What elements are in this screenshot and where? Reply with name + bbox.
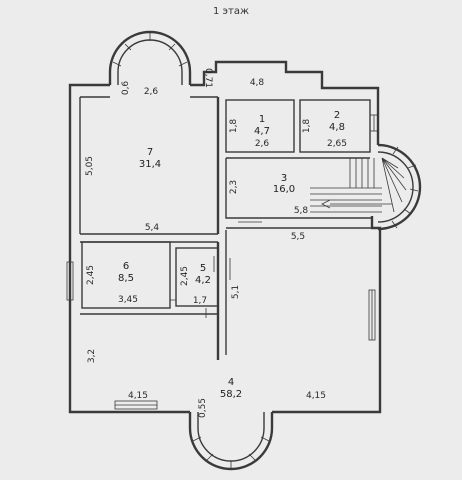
room-3-area: 16,0 — [273, 184, 295, 195]
staircase — [310, 157, 407, 213]
windows — [66, 33, 419, 469]
room-5-number: 5 — [200, 263, 206, 274]
dim-room4-top: 5,5 — [291, 232, 305, 242]
floor-title: 1 этаж — [213, 6, 249, 17]
room-2-number: 2 — [334, 110, 340, 121]
room-5-area: 4,2 — [195, 275, 211, 286]
dim-room4-bottom-right: 4,15 — [306, 391, 326, 401]
dimension-labels: 4,8 2,6 0,6 0,71 1,8 2,6 1,8 2,65 5,05 5… — [85, 68, 347, 418]
room-7-area: 31,4 — [139, 159, 161, 170]
room-1-number: 1 — [259, 114, 265, 125]
dim-room5-bottom: 1,7 — [193, 296, 207, 306]
dim-room7-bottom: 5,4 — [145, 223, 160, 233]
room-labels: 1 4,7 2 4,8 3 16,0 4 58,2 5 4,2 6 8,5 7 … — [118, 110, 345, 400]
outer-walls — [68, 30, 422, 471]
dim-room3-side: 2,3 — [229, 180, 239, 194]
dim-room3-bottom: 5,8 — [294, 206, 309, 216]
dim-room4-bottom-left: 4,15 — [128, 391, 148, 401]
dim-room1-bottom: 2,6 — [255, 139, 270, 149]
dim-room5-side: 2,45 — [180, 266, 190, 286]
dim-room2-bottom: 2,65 — [327, 139, 347, 149]
room-3-number: 3 — [281, 173, 287, 184]
dim-bay-right: 0,71 — [203, 68, 213, 88]
dim-room7-top: 2,6 — [144, 87, 159, 97]
room-1-area: 4,7 — [254, 126, 270, 137]
dim-bay-left: 0,6 — [121, 81, 131, 96]
dim-room6-bottom: 3,45 — [118, 295, 138, 305]
room-6-number: 6 — [123, 261, 129, 272]
dim-room1-side: 1,8 — [229, 119, 239, 134]
room-4-area: 58,2 — [220, 389, 242, 400]
dim-corridor: 5,1 — [231, 285, 241, 299]
dim-bay-bottom: 0,55 — [198, 398, 208, 418]
interior-walls — [79, 96, 372, 360]
room-2-area: 4,8 — [329, 122, 345, 133]
room-4-number: 4 — [228, 377, 234, 388]
dim-room4-left: 3,2 — [87, 349, 97, 363]
dim-room7-left: 5,05 — [85, 156, 95, 176]
dim-room6-side: 2,45 — [86, 265, 96, 285]
dim-room2-side: 1,8 — [302, 119, 312, 134]
room-6-area: 8,5 — [118, 273, 134, 284]
room-7-number: 7 — [147, 147, 153, 158]
dim-top-width: 4,8 — [250, 78, 265, 88]
